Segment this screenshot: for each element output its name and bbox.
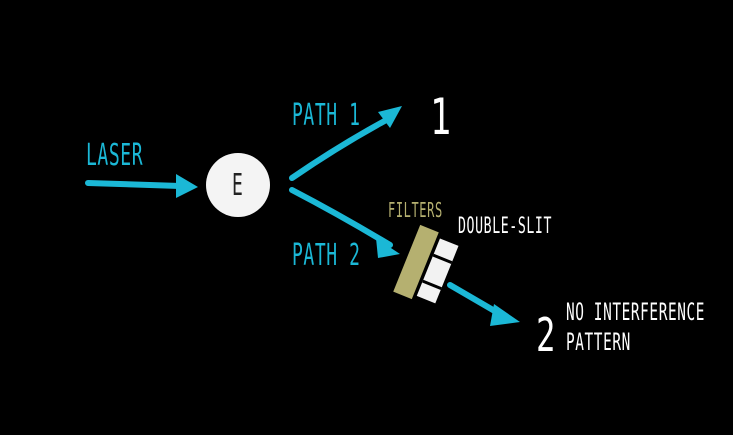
detector-2-label: 2 bbox=[536, 308, 557, 362]
filters-label: FILTERS bbox=[388, 198, 443, 222]
beam-splitter-circle bbox=[206, 153, 270, 217]
path2-arrowhead bbox=[376, 238, 400, 258]
double-slit-plate bbox=[416, 238, 459, 304]
double-slit-label: DOUBLE-SLIT bbox=[458, 214, 553, 239]
path1-arrow-shaft bbox=[289, 115, 393, 181]
path1-label: PATH 1 bbox=[292, 98, 361, 133]
path2-arrow-shaft bbox=[289, 187, 393, 248]
result-line-1: NO INTERFERENCE bbox=[566, 298, 706, 326]
laser-arrowhead bbox=[176, 174, 198, 198]
laser-label: LASER bbox=[86, 138, 144, 173]
laser-arrow-shaft bbox=[85, 180, 183, 189]
splitter-label: E bbox=[232, 168, 244, 203]
slit-2 bbox=[422, 279, 442, 290]
result-line-2: PATTERN bbox=[566, 328, 631, 356]
output-arrowhead bbox=[490, 304, 520, 326]
path1-arrowhead bbox=[378, 106, 402, 128]
filter-plate bbox=[393, 224, 439, 300]
slit-1 bbox=[432, 253, 453, 265]
path2-label: PATH 2 bbox=[292, 238, 361, 273]
detector-1-label: 1 bbox=[430, 88, 452, 146]
